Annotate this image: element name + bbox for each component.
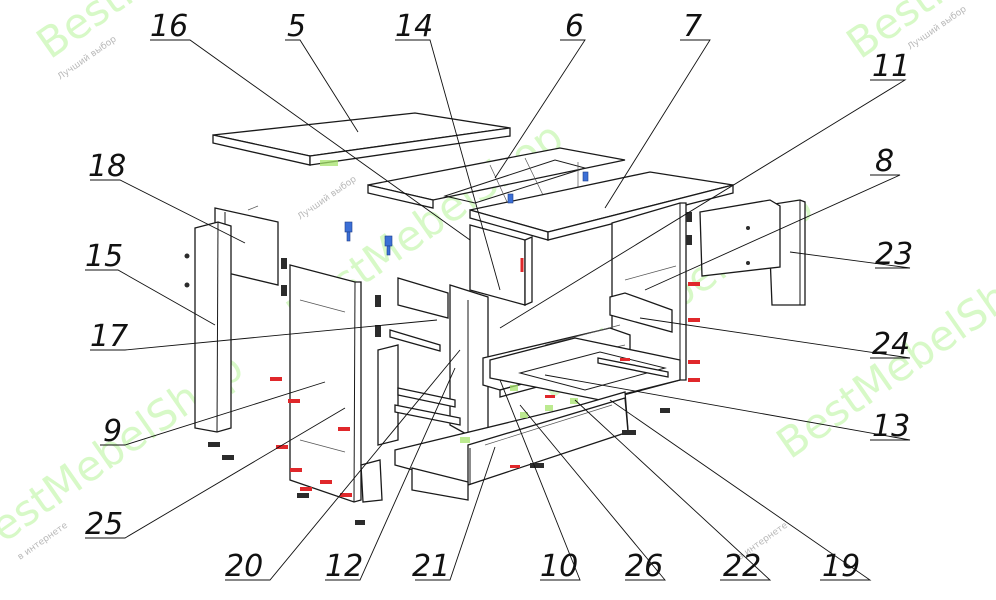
callout-20: 20 bbox=[225, 549, 263, 584]
drawer-runners bbox=[389, 329, 669, 426]
callout-16: 16 bbox=[150, 9, 188, 44]
callout-24: 24 bbox=[872, 327, 910, 362]
watermark-tagline-2: Лучший выбор bbox=[296, 174, 359, 222]
highlight-spots bbox=[320, 160, 578, 443]
callout-15: 15 bbox=[85, 239, 123, 274]
callout-9: 9 bbox=[103, 414, 122, 449]
watermark-brand-6: BestMebelShop bbox=[838, 0, 996, 68]
callout-14: 14 bbox=[395, 9, 433, 44]
callout-25: 25 bbox=[85, 507, 123, 542]
leader-lines bbox=[85, 39, 911, 581]
callout-6: 6 bbox=[565, 9, 584, 44]
part-left-side-panel bbox=[194, 221, 232, 433]
part-front-left-side bbox=[289, 264, 362, 503]
dowels bbox=[270, 282, 700, 497]
callout-18: 18 bbox=[88, 149, 126, 184]
callout-21: 21 bbox=[412, 549, 450, 584]
callout-23: 23 bbox=[875, 237, 913, 272]
part-end-panel bbox=[699, 199, 806, 306]
callout-11: 11 bbox=[872, 49, 910, 84]
part-drawer-middle bbox=[489, 337, 681, 401]
callout-19: 19 bbox=[822, 549, 860, 584]
callout-5: 5 bbox=[287, 9, 306, 44]
callout-labels: 16 5 14 6 7 11 8 18 15 17 9 25 23 24 13 … bbox=[85, 9, 913, 584]
callout-10: 10 bbox=[540, 549, 578, 584]
callout-17: 17 bbox=[90, 319, 128, 354]
part-shelf bbox=[609, 292, 673, 333]
callout-13: 13 bbox=[872, 409, 910, 444]
part-upper-top bbox=[469, 171, 734, 241]
screws bbox=[344, 171, 589, 256]
callout-7: 7 bbox=[683, 9, 702, 44]
callout-12: 12 bbox=[325, 549, 363, 584]
callout-8: 8 bbox=[875, 144, 894, 179]
callout-22: 22 bbox=[723, 549, 761, 584]
callout-26: 26 bbox=[625, 549, 663, 584]
part-inner-partition bbox=[469, 224, 533, 306]
part-top-panel bbox=[212, 112, 511, 166]
part-kick-plate bbox=[360, 459, 383, 503]
fittings bbox=[184, 253, 670, 525]
